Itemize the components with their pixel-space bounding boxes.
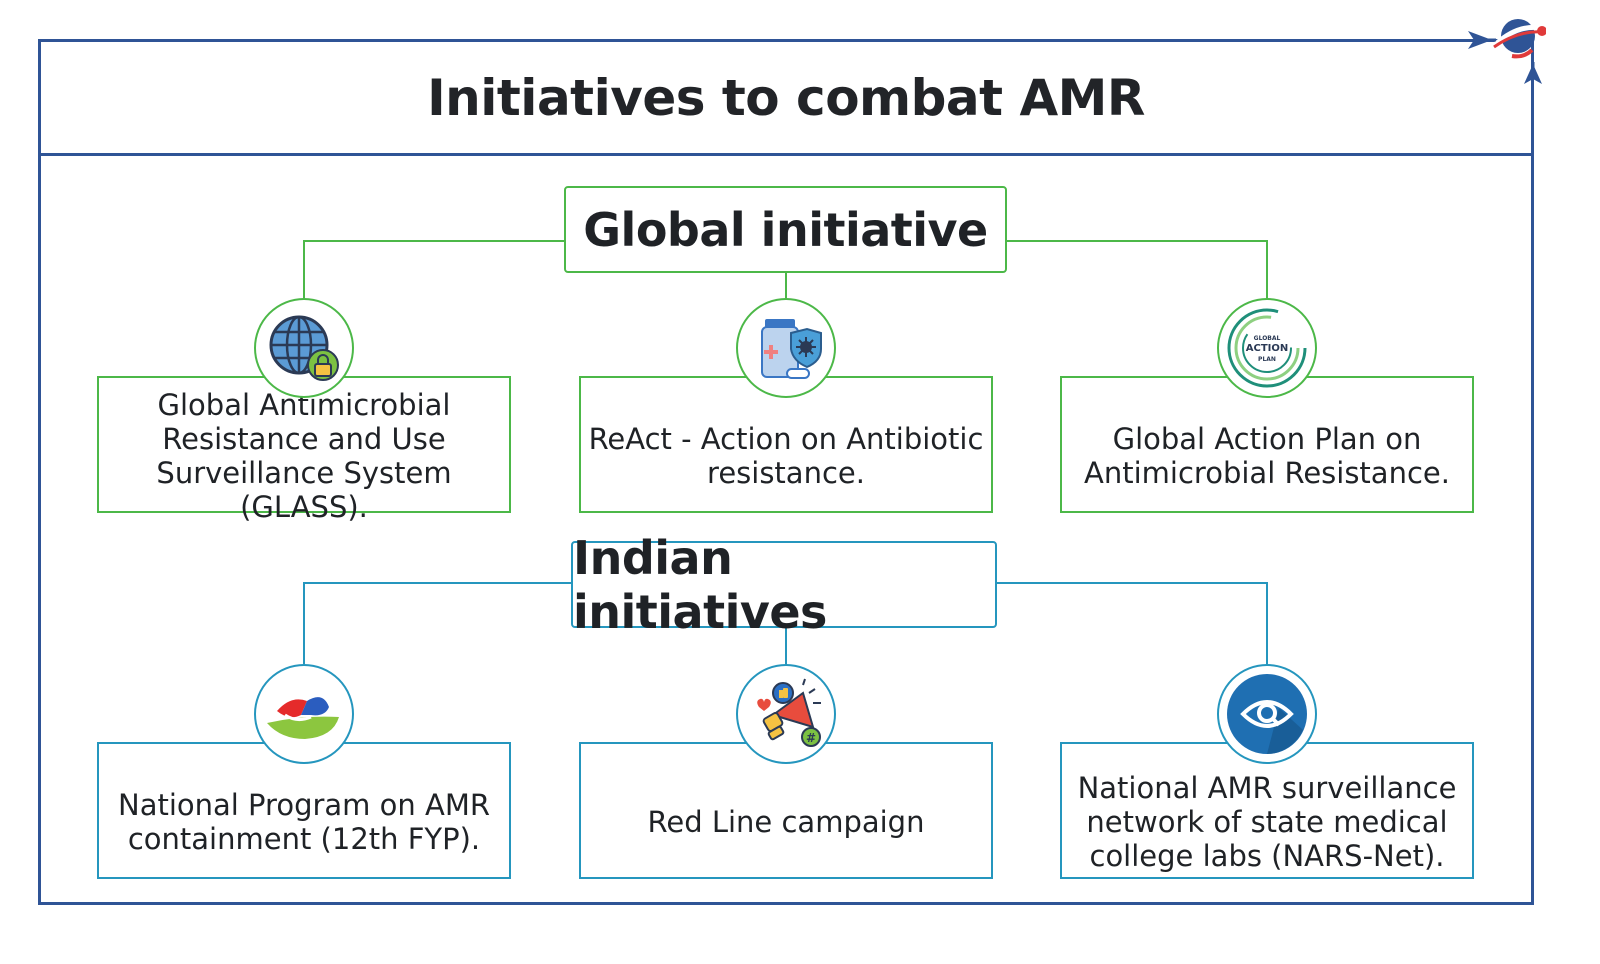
outer-frame [38, 39, 1534, 905]
gap-icon-label-middle: ACTION [1246, 343, 1289, 354]
medicine-shield-icon [761, 319, 822, 379]
svg-text:#: # [806, 731, 816, 745]
brand-logo-icon [1493, 19, 1546, 59]
gap-icon-label-top: GLOBAL [1254, 335, 1281, 342]
capsule-hand-icon-circle [254, 664, 354, 764]
globe-lock-icon [269, 315, 339, 381]
eye-surveillance-icon [1227, 674, 1307, 754]
medicine-shield-icon-circle [736, 298, 836, 398]
indian-item-national-program: National Program on AMR containment (12t… [97, 742, 511, 879]
global-action-plan-icon: GLOBAL ACTION PLAN [1227, 308, 1307, 388]
page-title: Initiatives to combat AMR [427, 68, 1145, 127]
global-action-plan-icon-circle: GLOBAL ACTION PLAN [1217, 298, 1317, 398]
indian-connector-right [997, 582, 1268, 664]
globe-lock-icon-circle [254, 298, 354, 398]
capsule-hand-icon [267, 697, 339, 739]
global-connector-left [303, 240, 564, 298]
megaphone-icon-circle: # [736, 664, 836, 764]
gap-icon-label-bottom: PLAN [1258, 356, 1276, 363]
indian-connector-left [303, 582, 571, 664]
global-item-text: Global Action Plan on Antimicrobial Resi… [1084, 421, 1450, 490]
global-connector-right [1007, 240, 1268, 298]
indian-item-text: National AMR surveillance network of sta… [1077, 770, 1457, 873]
indian-initiatives-heading: Indian initiatives [571, 531, 997, 639]
global-item-react: ReAct - Action on Antibiotic resistance. [579, 376, 993, 513]
indian-item-nars-net: National AMR surveillance network of sta… [1060, 742, 1474, 879]
indian-item-text: Red Line campaign [647, 804, 925, 839]
global-heading-text: Global initiative [583, 202, 988, 257]
global-item-action-plan: Global Action Plan on Antimicrobial Resi… [1060, 376, 1474, 513]
eye-surveillance-icon-circle [1217, 664, 1317, 764]
global-initiative-heading: Global initiative [564, 186, 1007, 273]
indian-heading-text: Indian initiatives [573, 530, 827, 639]
global-item-glass: Global Antimicrobial Resistance and Use … [97, 376, 511, 524]
title-bar: Initiatives to combat AMR [41, 42, 1531, 156]
global-item-text: Global Antimicrobial Resistance and Use … [156, 387, 452, 524]
megaphone-icon: # [757, 678, 821, 747]
global-item-text: ReAct - Action on Antibiotic resistance. [588, 421, 984, 490]
indian-item-red-line: Red Line campaign [579, 742, 993, 879]
indian-item-text: National Program on AMR containment (12t… [118, 787, 490, 856]
frame-arrows [1468, 31, 1542, 84]
